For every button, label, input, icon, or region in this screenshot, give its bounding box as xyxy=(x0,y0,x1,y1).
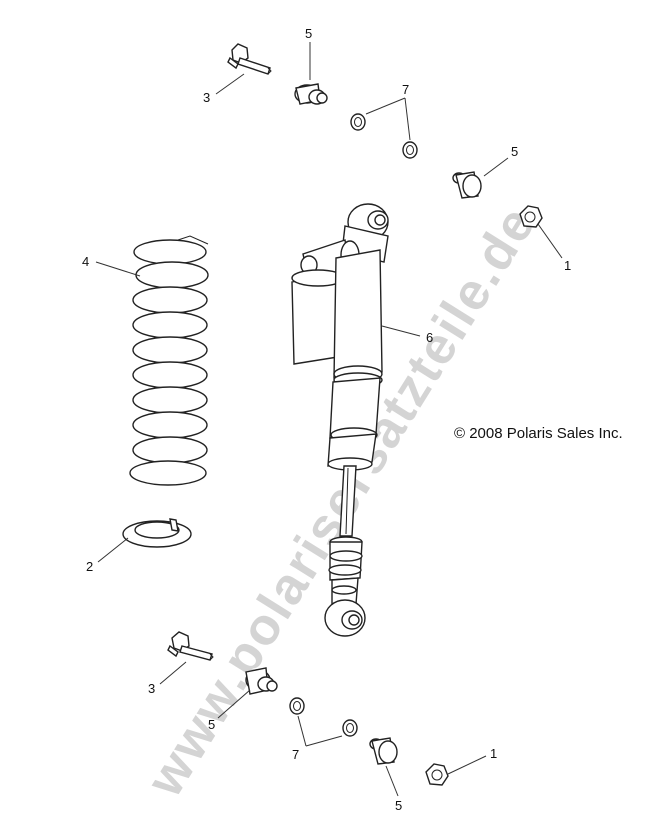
washer-bottom-right xyxy=(342,719,358,737)
bushing-right xyxy=(452,171,482,199)
callout-3-top: 3 xyxy=(203,90,210,105)
washer-top-right xyxy=(402,141,418,159)
nut-top-right xyxy=(519,205,543,228)
callout-4: 4 xyxy=(82,254,89,269)
callout-6: 6 xyxy=(426,330,433,345)
callout-2: 2 xyxy=(86,559,93,574)
coil-spring xyxy=(129,235,209,486)
callout-1-top: 1 xyxy=(564,258,571,273)
spring-retainer xyxy=(122,518,192,548)
washer-top-left xyxy=(350,113,366,131)
bushing-top xyxy=(294,83,328,105)
callout-7-top: 7 xyxy=(402,82,409,97)
callout-5-bottom-right: 5 xyxy=(395,798,402,813)
callout-5-right: 5 xyxy=(511,144,518,159)
bolt-bottom xyxy=(167,631,214,661)
copyright-notice: © 2008 Polaris Sales Inc. xyxy=(454,425,623,442)
bushing-bottom-left xyxy=(245,667,278,695)
callout-1-bottom: 1 xyxy=(490,746,497,761)
callout-3-bottom: 3 xyxy=(148,681,155,696)
callout-7-bottom: 7 xyxy=(292,747,299,762)
bushing-bottom-right xyxy=(369,737,398,765)
bolt-top xyxy=(227,43,272,75)
nut-bottom-right xyxy=(425,763,449,786)
leader-lines xyxy=(95,42,563,797)
callout-5-top: 5 xyxy=(305,26,312,41)
shock-absorber xyxy=(291,203,389,637)
washer-bottom-left xyxy=(289,697,305,715)
callout-5-bottom-left: 5 xyxy=(208,717,215,732)
